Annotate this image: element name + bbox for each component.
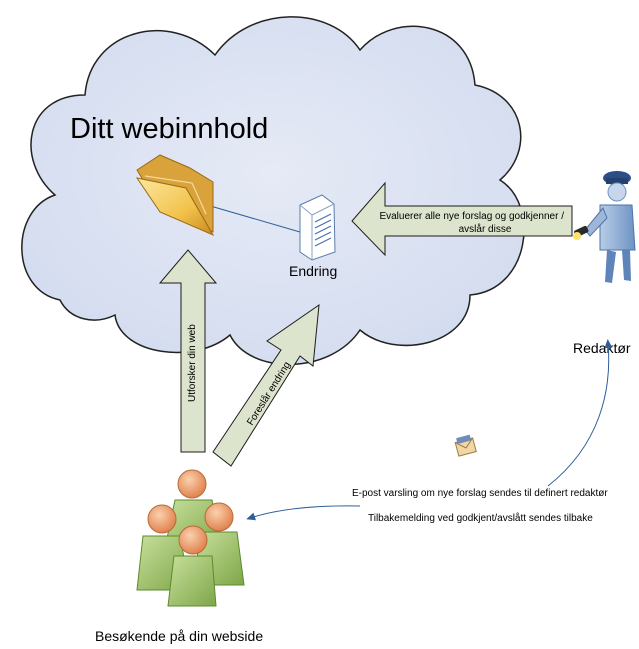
folder-document-connector (206, 204, 301, 233)
envelope-icon (454, 434, 477, 457)
feedback-notice: Tilbakemelding ved godkjent/avslått send… (368, 512, 593, 524)
visitors-label: Besøkende på din webside (95, 628, 263, 644)
evaluate-arrow-label-line2: avslår disse (459, 223, 512, 235)
people-group-icon (136, 469, 245, 607)
content-cloud (21, 16, 525, 366)
document-icon (299, 194, 336, 261)
explore-arrow-label: Utforsker din web (187, 324, 198, 402)
notify-editor-connector (547, 339, 613, 487)
guard-with-flashlight-icon (573, 171, 636, 283)
feedback-connector (246, 505, 361, 521)
editor-label: Redaktør (573, 340, 631, 356)
folder-icon (135, 154, 215, 237)
change-label: Endring (289, 263, 337, 279)
explore-arrow (158, 249, 218, 453)
suggest-arrow (212, 303, 320, 467)
cloud-title: Ditt webinnhold (70, 113, 268, 145)
email-notice: E-post varsling om nye forslag sendes ti… (352, 488, 608, 499)
evaluate-arrow (351, 181, 573, 257)
evaluate-arrow-label-line1: Evaluerer alle nye forslag og godkjenner… (379, 211, 564, 222)
